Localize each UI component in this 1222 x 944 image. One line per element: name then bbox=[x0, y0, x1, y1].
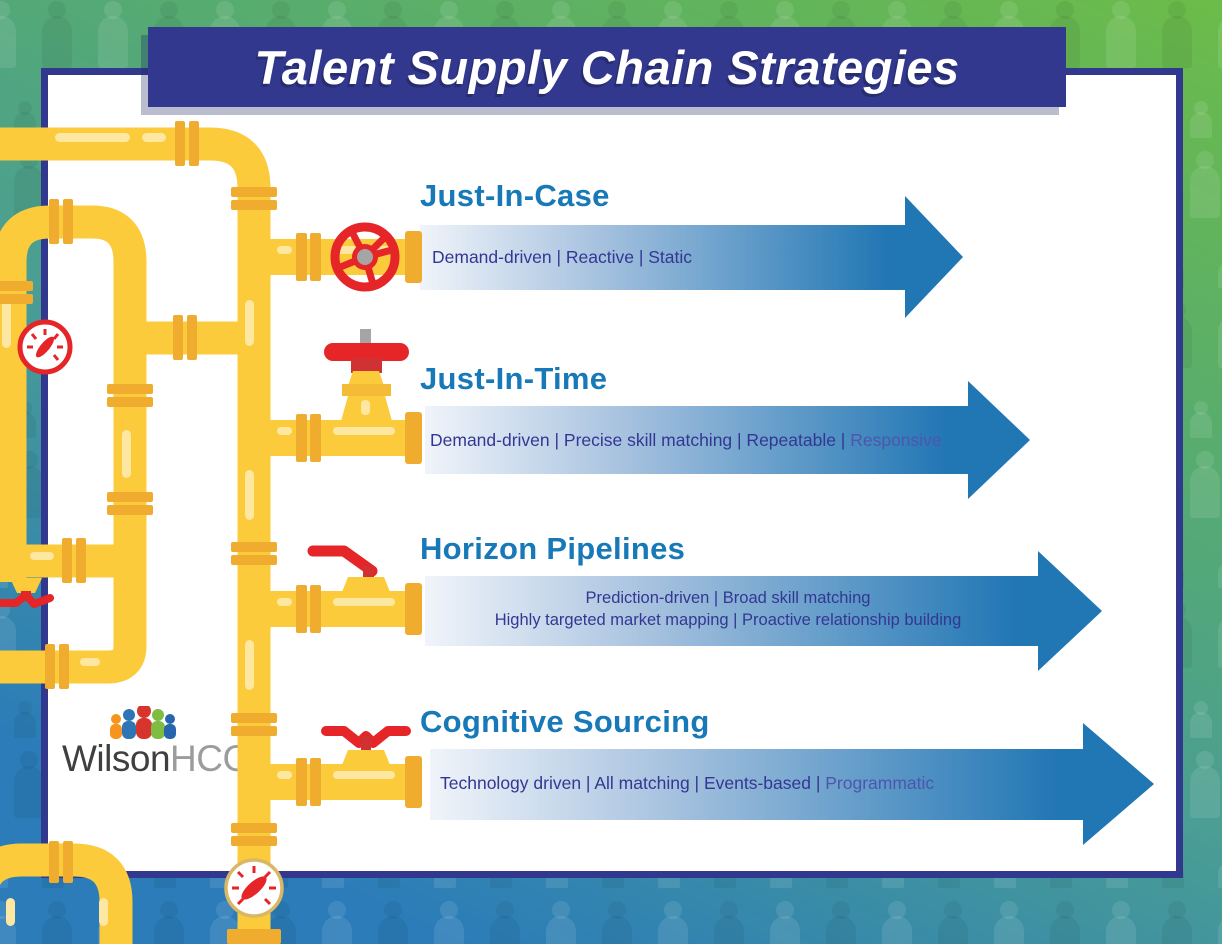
strategy-heading-just-in-case: Just-In-Case bbox=[420, 178, 610, 213]
arrow-body bbox=[420, 225, 907, 290]
strategy-heading-horizon-pipelines: Horizon Pipelines bbox=[420, 531, 686, 566]
strategy-attributes: Demand-driven | Reactive | Static bbox=[432, 247, 693, 267]
logo-hcg: HCG bbox=[170, 738, 251, 779]
strategy-heading-just-in-time: Just-In-Time bbox=[420, 361, 608, 396]
arrow-body bbox=[425, 406, 970, 474]
people-logo-icon bbox=[110, 706, 176, 739]
logo-wilson: Wilson bbox=[62, 738, 171, 779]
arrow-head bbox=[1038, 551, 1102, 671]
strategy-attributes: Prediction-driven | Broad skill matching… bbox=[494, 589, 962, 629]
poster-title: Talent Supply Chain Strategies bbox=[254, 40, 960, 94]
logo-trademark: ™ bbox=[250, 738, 261, 749]
arrow-body bbox=[425, 576, 1040, 646]
title-banner: Talent Supply Chain Strategies bbox=[148, 27, 1066, 107]
strategy-heading-cognitive-sourcing: Cognitive Sourcing bbox=[420, 704, 710, 739]
strategy-attributes: Technology driven | All matching | Event… bbox=[440, 773, 935, 793]
arrow-head bbox=[968, 381, 1030, 499]
arrow-head bbox=[905, 196, 963, 318]
arrow-head bbox=[1083, 723, 1154, 845]
wilsonhcg-logo: WilsonHCG™ bbox=[62, 706, 261, 780]
arrow-body bbox=[430, 749, 1085, 820]
strategy-attributes: Demand-driven | Precise skill matching |… bbox=[430, 430, 942, 450]
